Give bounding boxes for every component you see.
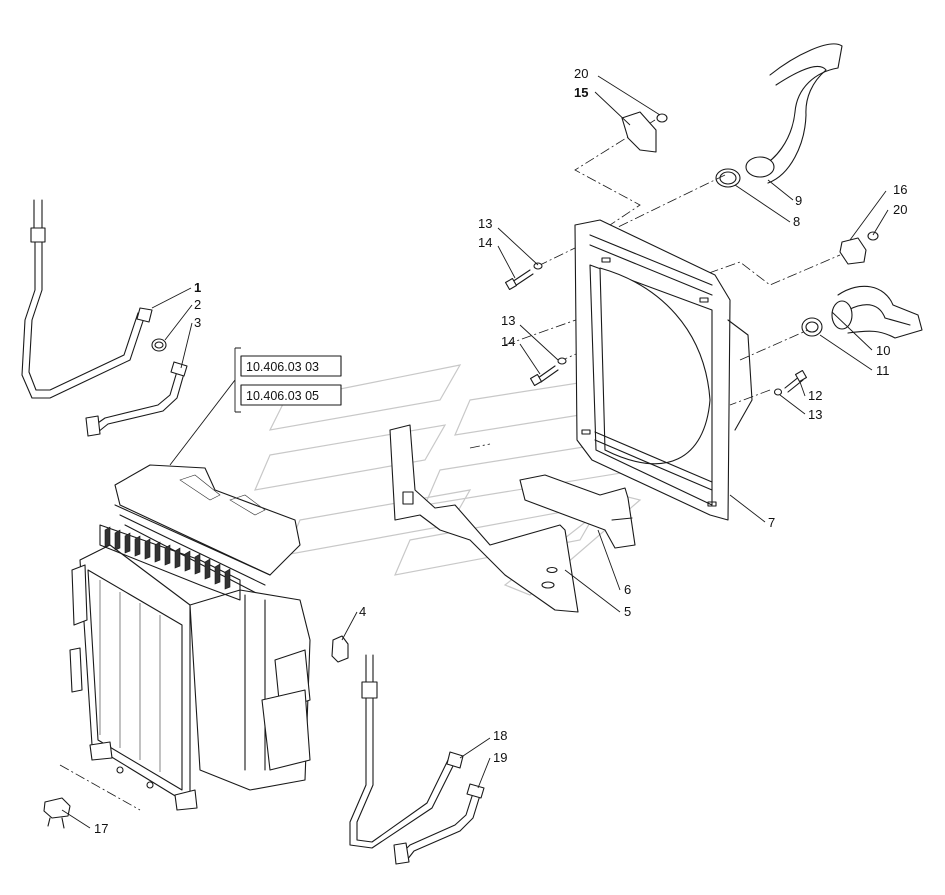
callout-13-upper: 13 (478, 216, 492, 231)
pipe-18 (349, 654, 464, 849)
plug-4 (331, 635, 349, 663)
clamp-11 (801, 317, 823, 337)
clamp-8 (715, 168, 741, 188)
callout-labels: 1 2 3 4 5 6 7 8 9 10 11 12 13 13 13 14 1… (94, 66, 907, 836)
callout-14-lower: 14 (501, 334, 515, 349)
callout-4: 4 (359, 604, 366, 619)
callout-17: 17 (94, 821, 108, 836)
reference-box-1 (240, 355, 342, 377)
leader-lines (61, 75, 889, 829)
callout-14-upper: 14 (478, 235, 492, 250)
reference-label-2: 10.406.03 05 (246, 389, 319, 403)
callout-15: 15 (574, 85, 588, 100)
callout-20-top: 20 (574, 66, 588, 81)
callout-11: 11 (876, 363, 890, 378)
radiator-assembly (69, 464, 311, 811)
callout-7: 7 (768, 515, 775, 530)
callout-10: 10 (876, 343, 890, 358)
bolt-14-lower (529, 357, 567, 387)
hose-9 (745, 43, 843, 184)
bolt-12 (773, 369, 808, 396)
bracket-15 (621, 111, 668, 153)
hose-3 (85, 361, 188, 437)
o-ring-2 (151, 338, 167, 352)
hose-19 (393, 783, 485, 865)
fan-shroud-7 (574, 219, 753, 521)
callout-5: 5 (624, 604, 631, 619)
bracket-5 (389, 424, 579, 613)
callout-1: 1 (194, 280, 201, 295)
callout-8: 8 (793, 214, 800, 229)
callout-13-middle: 13 (501, 313, 515, 328)
reference-boxes: 10.406.03 03 10.406.03 05 (169, 347, 342, 466)
bolt-14-upper (504, 262, 543, 291)
reference-label-1: 10.406.03 03 (246, 360, 319, 374)
callout-2: 2 (194, 297, 201, 312)
callout-12: 12 (808, 388, 822, 403)
callout-13-right: 13 (808, 407, 822, 422)
pipe-upper-left (21, 199, 153, 399)
sensor-17 (43, 797, 71, 829)
callout-19: 19 (493, 750, 507, 765)
callout-9: 9 (795, 193, 802, 208)
callout-3: 3 (194, 315, 201, 330)
bracket-16 (839, 231, 879, 265)
hose-10 (831, 285, 923, 339)
callout-18: 18 (493, 728, 507, 743)
callout-6: 6 (624, 582, 631, 597)
callout-20-right: 20 (893, 202, 907, 217)
bracket-6 (519, 474, 636, 549)
callout-16: 16 (893, 182, 907, 197)
reference-box-2 (240, 384, 342, 406)
